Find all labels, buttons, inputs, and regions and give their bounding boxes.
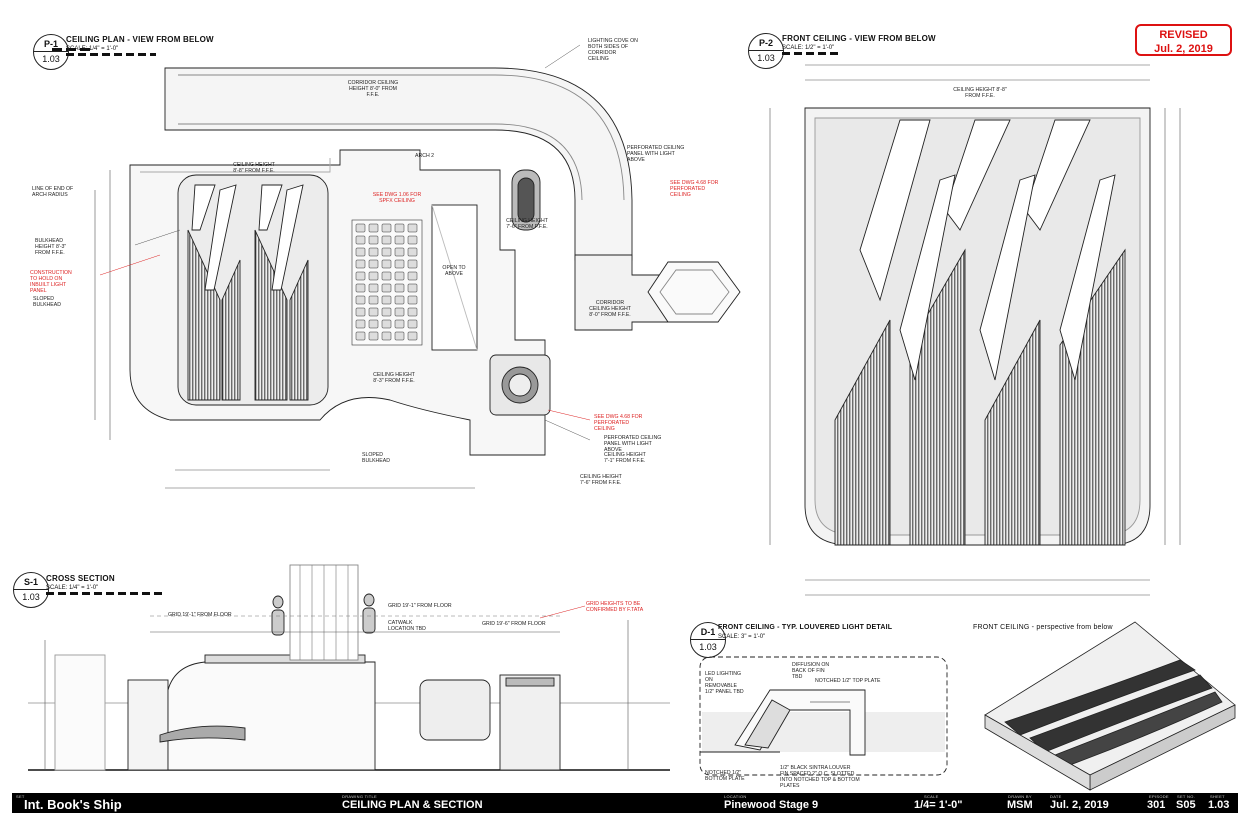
title-block: SET Int. Book's Ship DRAWING TITLE CEILI… bbox=[12, 793, 1238, 813]
note-perforated-2: PERFORATED CEILING PANEL WITH LIGHT ABOV… bbox=[604, 435, 662, 453]
note-sloped-bulkhead-1: SLOPED BULKHEAD bbox=[33, 296, 61, 308]
cross-section-drawing bbox=[28, 564, 670, 771]
title-block-location-label: LOCATION bbox=[724, 794, 747, 799]
note-line-of-end: LINE OF END OF ARCH RADIUS bbox=[32, 186, 74, 198]
scale-bar-p2 bbox=[782, 52, 842, 55]
title-block-set-label: SET bbox=[16, 794, 25, 799]
view-tag-s1: S-1 1.03 bbox=[13, 572, 49, 608]
note-corridor-top: CORRIDOR CEILING HEIGHT 8'-0" FROM F.F.E… bbox=[347, 80, 399, 98]
view-tag-d1-id: D-1 bbox=[700, 627, 716, 637]
view-scale-d1: SCALE: 3" = 1'-0" bbox=[718, 634, 766, 640]
title-block-drawn-label: DRAWN BY bbox=[1008, 794, 1032, 799]
perspective-drawing bbox=[984, 621, 1236, 791]
view-scale-p1: SCALE: 1/4" = 1'-0" bbox=[66, 46, 119, 52]
view-tag-p2-sheet: 1.03 bbox=[757, 53, 775, 63]
note-ceiling-height-3: CEILING HEIGHT 7'-6" FROM F.F.E. bbox=[580, 474, 622, 486]
view-tag-d1: D-1 1.03 bbox=[690, 622, 726, 658]
revised-label: REVISED bbox=[1159, 29, 1208, 41]
title-block-scale-label: SCALE bbox=[924, 794, 939, 799]
view-title-p1: CEILING PLAN - VIEW FROM BELOW bbox=[66, 35, 214, 44]
note-led: LED LIGHTING ON REMOVABLE 1/2" PANEL TBD bbox=[705, 671, 744, 695]
louver-detail-drawing bbox=[699, 656, 948, 776]
note-grid-1: GRID 19'-1" FROM FLOOR bbox=[168, 612, 232, 618]
note-grid-red: GRID HEIGHTS TO BE CONFIRMED BY F.TATA bbox=[586, 601, 644, 613]
title-block-scale: 1/4= 1'-0" bbox=[914, 799, 963, 811]
view-tag-p1-id: P-1 bbox=[43, 39, 58, 49]
note-notched-top: NOTCHED 1/2" TOP PLATE bbox=[815, 678, 881, 684]
view-tag-s1-id: S-1 bbox=[23, 577, 38, 587]
view-tag-p1-sheet: 1.03 bbox=[42, 54, 60, 64]
title-block-sheet: 1.03 bbox=[1208, 799, 1230, 811]
title-block-episode: 301 bbox=[1147, 799, 1166, 811]
revised-date: Jul. 2, 2019 bbox=[1154, 43, 1213, 55]
note-ceiling-height-2: CEILING HEIGHT 7'-1" FROM F.F.E. bbox=[604, 452, 646, 464]
title-block-title: CEILING PLAN & SECTION bbox=[342, 799, 483, 811]
title-block-sheet-label: SHEET bbox=[1210, 794, 1225, 799]
view-title-d1: FRONT CEILING - TYP. LOUVERED LIGHT DETA… bbox=[718, 624, 893, 631]
note-fins: 1/2" BLACK SINTRA LOUVER FIN SPACED 2" O… bbox=[780, 765, 860, 789]
view-title-perspective: FRONT CEILING - perspective from below bbox=[973, 624, 1113, 631]
title-block-episode-label: EPISODE bbox=[1149, 794, 1169, 799]
title-block-set: Int. Book's Ship bbox=[24, 797, 122, 812]
note-catwalk: CATWALK LOCATION TBD bbox=[388, 620, 426, 632]
note-see-dwg-3: SEE DWG 4.68 FOR PERFORATED CEILING bbox=[594, 414, 643, 432]
ceiling-plan-drawing bbox=[94, 44, 741, 489]
view-tag-p2: P-2 1.03 bbox=[748, 33, 784, 69]
note-see-dwg-2: SEE DWG 1.06 FOR SPFX CEILING bbox=[372, 192, 422, 204]
view-scale-s1: SCALE: 1/4" = 1'-0" bbox=[46, 585, 99, 591]
note-ceiling-height-mid: CEILING HEIGHT 7'-6" FROM F.F.E. bbox=[506, 218, 548, 230]
front-ceiling-drawing bbox=[769, 64, 1181, 596]
note-p2-ceiling-height: CEILING HEIGHT 8'-8" FROM F.F.E. bbox=[953, 87, 1007, 99]
note-diffusion: DIFFUSION ON BACK OF FIN TBD bbox=[792, 662, 830, 680]
note-ceiling-height-bottom: CEILING HEIGHT 8'-3" FROM F.F.E. bbox=[373, 372, 415, 384]
title-block-drawn: MSM bbox=[1007, 799, 1033, 811]
title-block-location: Pinewood Stage 9 bbox=[724, 799, 819, 811]
title-block-setno: S05 bbox=[1176, 799, 1196, 811]
note-grid-2: GRID 19'-1" FROM FLOOR bbox=[388, 603, 452, 609]
note-corridor-right: CORRIDOR CEILING HEIGHT 8'-0" FROM F.F.E… bbox=[589, 300, 631, 318]
note-arch: ARCH 2 bbox=[415, 153, 435, 159]
title-block-date: Jul. 2, 2019 bbox=[1050, 799, 1109, 811]
view-tag-p1: P-1 1.03 bbox=[33, 34, 69, 70]
view-tag-s1-sheet: 1.03 bbox=[22, 592, 40, 602]
note-bulkhead-height: BULKHEAD HEIGHT 8'-3" FROM F.F.E. bbox=[35, 238, 67, 256]
view-tag-d1-sheet: 1.03 bbox=[699, 642, 717, 652]
note-construction: CONSTRUCTION TO HOLD ON INBUILT LIGHT PA… bbox=[30, 270, 72, 294]
revised-stamp: REVISED Jul. 2, 2019 bbox=[1135, 24, 1232, 56]
note-see-dwg-1: SEE DWG 4.68 FOR PERFORATED CEILING bbox=[670, 180, 719, 198]
scale-bar-p1 bbox=[66, 53, 156, 56]
title-block-setno-label: SET NO. bbox=[1177, 794, 1196, 799]
view-tag-p2-id: P-2 bbox=[758, 38, 773, 48]
title-block-date-label: DATE bbox=[1050, 794, 1062, 799]
note-notched-bottom: NOTCHED 1/2" BOTTOM PLATE bbox=[705, 770, 745, 782]
note-open-to-above: OPEN TO ABOVE bbox=[442, 265, 466, 277]
note-perforated-1: PERFORATED CEILING PANEL WITH LIGHT ABOV… bbox=[627, 145, 685, 163]
view-title-p2: FRONT CEILING - VIEW FROM BELOW bbox=[782, 34, 936, 43]
view-scale-p2: SCALE: 1/2" = 1'-0" bbox=[782, 45, 835, 51]
scale-bar-s1 bbox=[46, 592, 166, 595]
note-sloped-bulkhead-2: SLOPED BULKHEAD bbox=[362, 452, 390, 464]
view-title-s1: CROSS SECTION bbox=[46, 574, 115, 583]
note-grid-3: GRID 19'-6" FROM FLOOR bbox=[482, 621, 546, 627]
title-block-title-label: DRAWING TITLE bbox=[342, 794, 378, 799]
note-ceiling-height-left: CEILING HEIGHT 8'-8" FROM F.F.E. bbox=[233, 162, 275, 174]
note-lighting-cove: LIGHTING COVE ON BOTH SIDES OF CORRIDOR … bbox=[588, 38, 638, 62]
